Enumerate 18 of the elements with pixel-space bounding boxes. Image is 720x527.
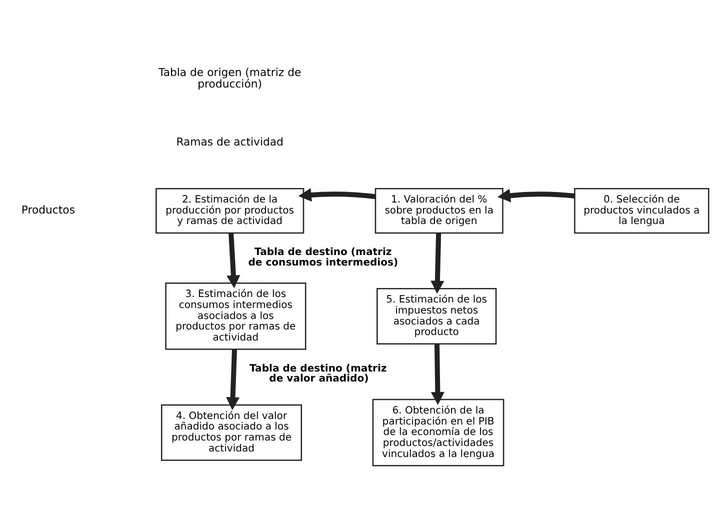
node-box: 2. Estimación de la producción por productos y ramas de actividad — [156, 188, 304, 234]
arrow — [226, 232, 240, 288]
node-box: 4. Obtención del valor añadido asociado a los productos por ramas de actividad — [160, 404, 302, 461]
edge-label: Tabla de destino (matriz de consumos intermedios) — [248, 247, 398, 268]
edge-label: Tabla de destino (matriz de valor añadido) — [250, 364, 387, 385]
label: Tabla de origen (matriz de producción) — [158, 66, 302, 91]
label: Ramas de actividad — [176, 135, 284, 148]
arrow — [226, 349, 240, 410]
node-box: 6. Obtención de la participación en el PIB de la economía de los productos/actividades vinculados a la lengua — [372, 398, 504, 466]
arrow — [430, 233, 444, 294]
node-box: 5. Estimación de los impuestos netos asociados a cada producto — [376, 288, 497, 344]
node-box: 0. Selección de productos vinculados a la lengua — [574, 188, 710, 234]
node-box: 3. Estimación de los consumos intermedios asociados a los productos por ramas de actividad — [165, 282, 306, 350]
node-box: 1. Valoración del % sobre productos en la tabla de origen — [374, 188, 504, 234]
arrow — [430, 344, 444, 405]
arrow — [298, 188, 376, 202]
arrow — [497, 188, 575, 202]
label: Productos — [21, 204, 76, 217]
